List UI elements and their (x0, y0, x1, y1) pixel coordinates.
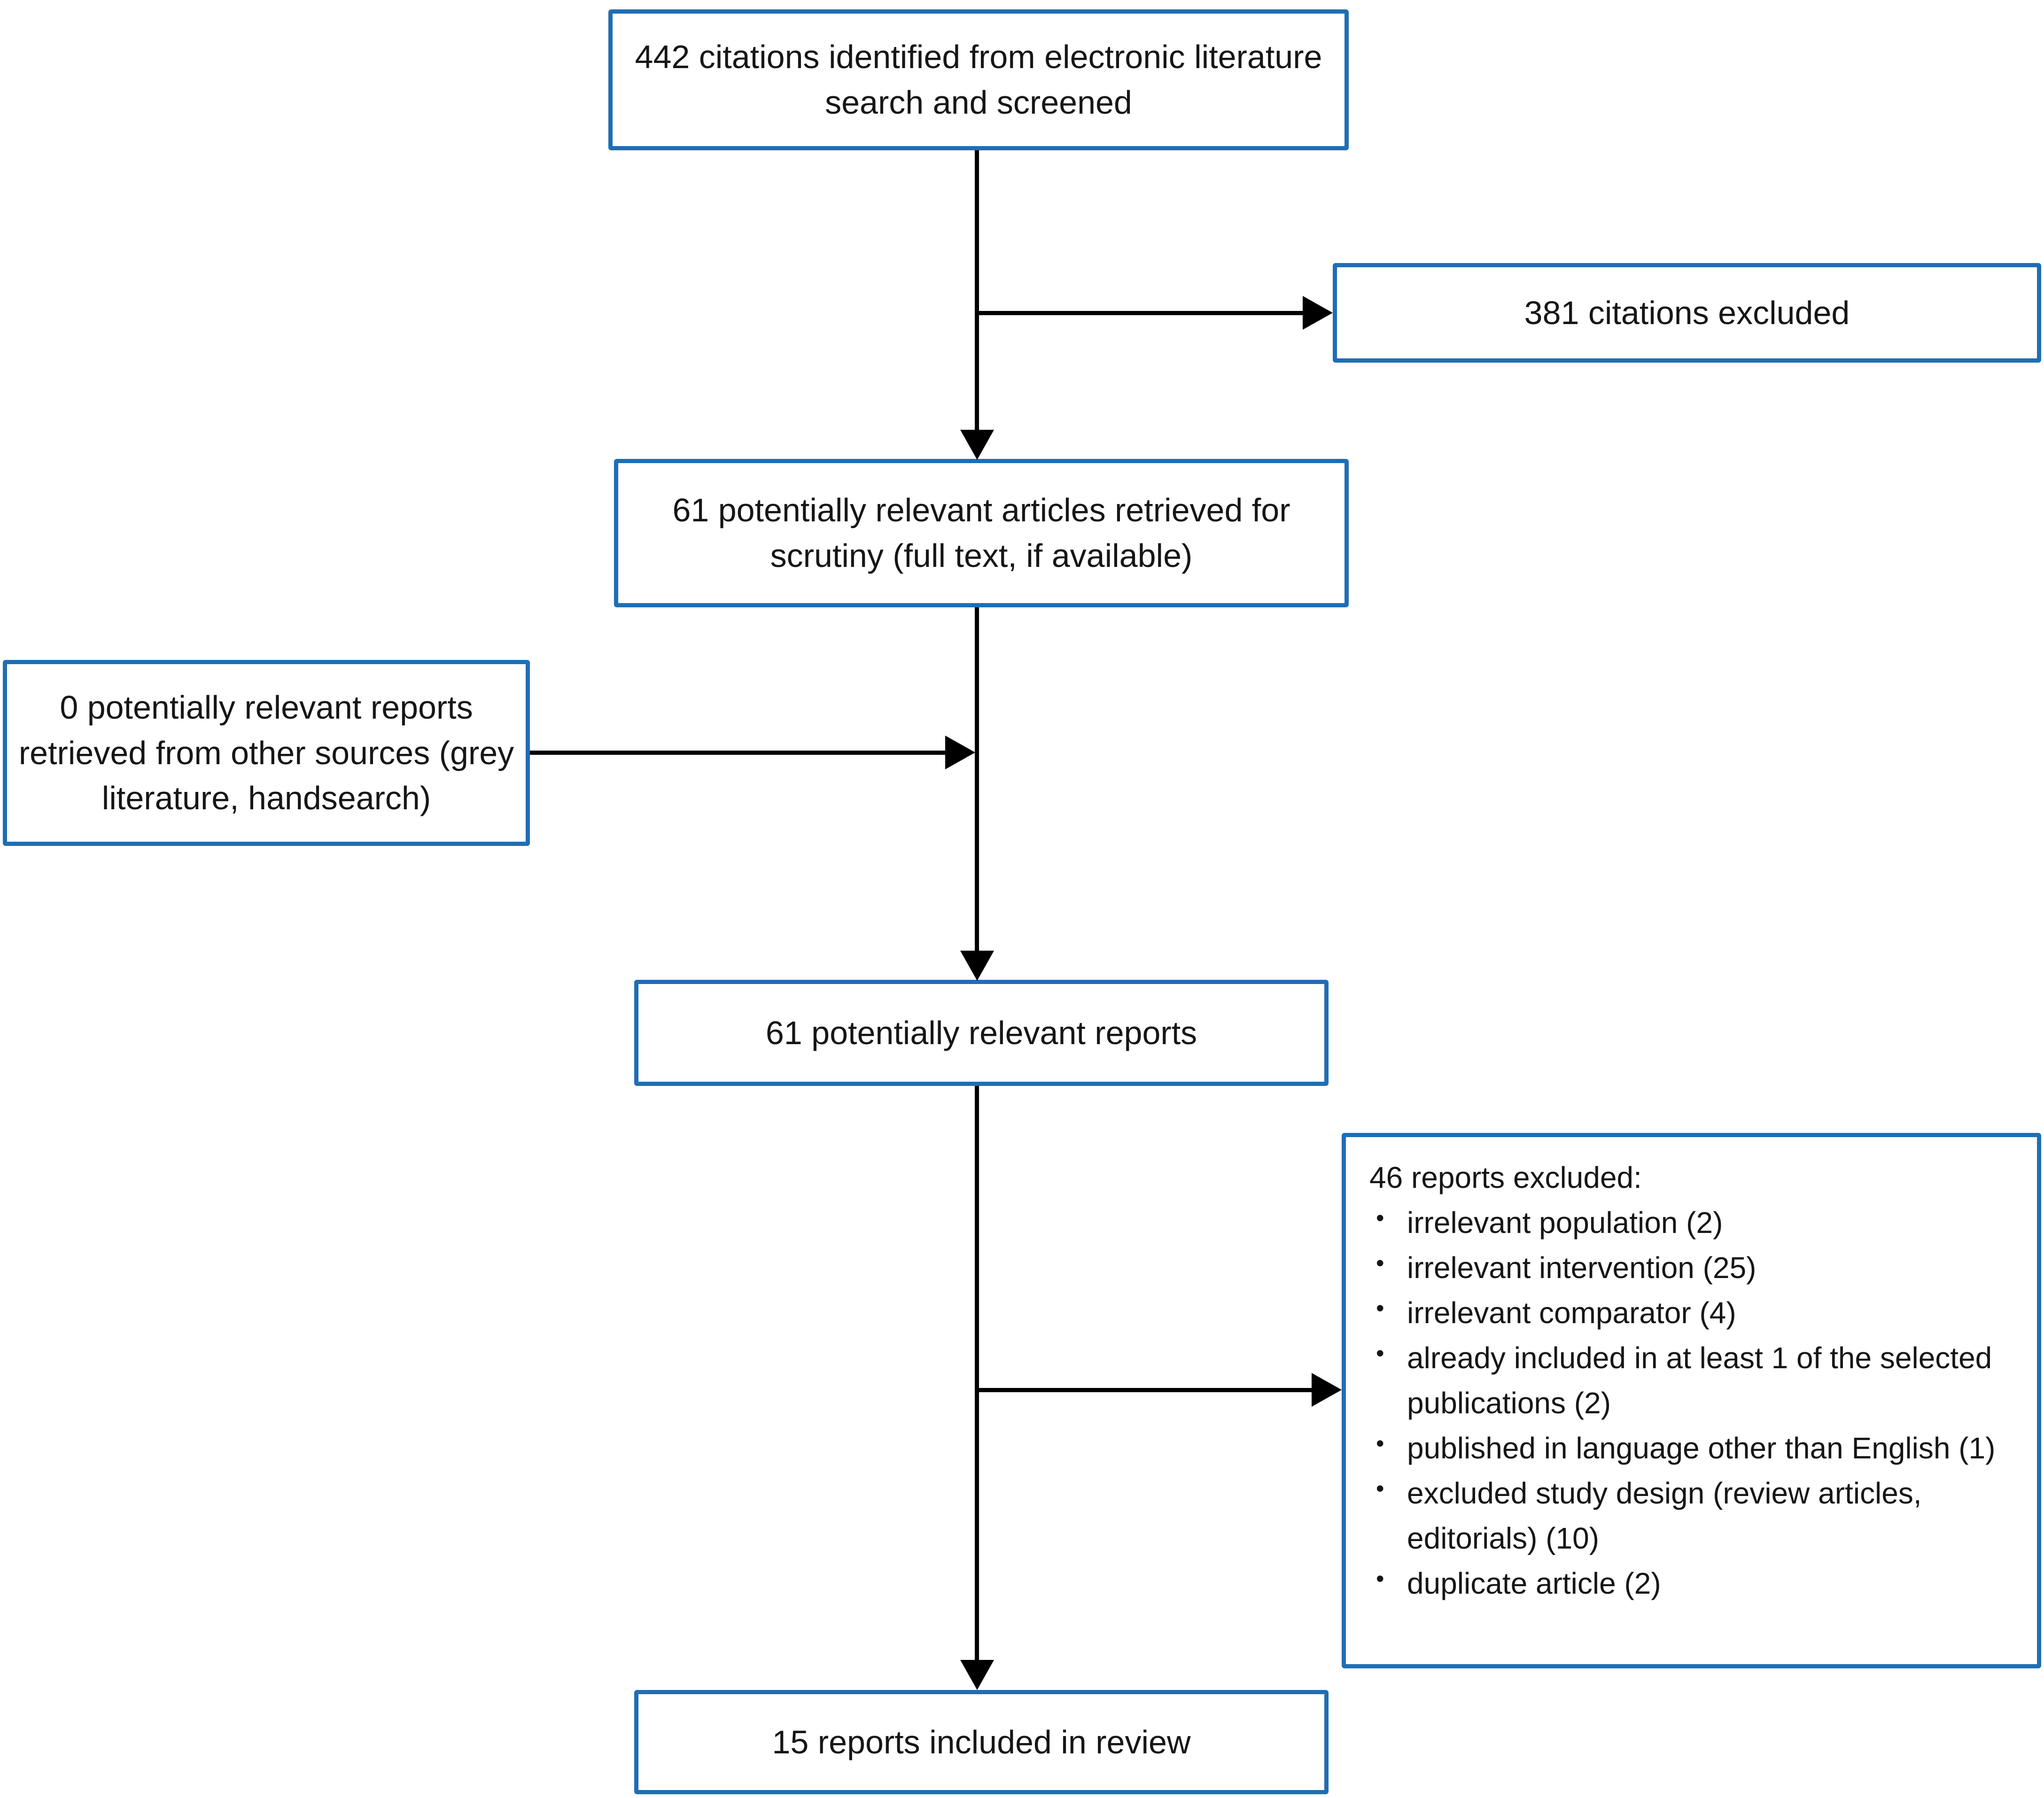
exclusion-reason-item: irrelevant population (2) (1369, 1200, 2009, 1245)
arrow-line-branch-citations-excluded (977, 311, 1305, 315)
box-citations-excluded-label: 381 citations excluded (1524, 294, 1850, 331)
arrow-line-relevant-to-included (975, 1086, 979, 1662)
exclusion-reason-list: irrelevant population (2) irrelevant int… (1369, 1200, 2009, 1606)
box-articles-retrieved: 61 potentially relevant articles retriev… (614, 459, 1349, 607)
exclusion-reason-item: irrelevant comparator (4) (1369, 1290, 2009, 1335)
box-citations-identified-label: 442 citations identified from electronic… (635, 39, 1322, 121)
exclusion-reason-item: irrelevant intervention (25) (1369, 1245, 2009, 1290)
exclusion-reason-item: already included in at least 1 of the se… (1369, 1335, 2009, 1426)
arrow-line-identified-to-retrieved (975, 150, 979, 432)
arrow-head-relevant-to-included (960, 1660, 994, 1690)
box-relevant-reports-label: 61 potentially relevant reports (765, 1014, 1197, 1051)
box-citations-identified: 442 citations identified from electronic… (608, 9, 1349, 150)
box-citations-excluded: 381 citations excluded (1333, 263, 2041, 363)
arrow-head-retrieved-to-relevant (960, 951, 994, 981)
box-articles-retrieved-label: 61 potentially relevant articles retriev… (672, 492, 1290, 574)
arrow-head-other-sources (945, 736, 975, 769)
exclusion-reason-item: published in language other than English… (1369, 1426, 2009, 1471)
arrow-head-identified-to-retrieved (960, 430, 994, 460)
box-other-sources: 0 potentially relevant reports retrieved… (3, 660, 530, 846)
box-other-sources-label: 0 potentially relevant reports retrieved… (18, 689, 514, 817)
exclusion-reason-item: duplicate article (2) (1369, 1561, 2009, 1606)
arrow-head-branch-citations-excluded (1303, 296, 1333, 330)
box-reports-included-label: 15 reports included in review (772, 1723, 1191, 1760)
arrow-head-branch-reports-excluded (1312, 1373, 1342, 1407)
box-reports-included: 15 reports included in review (634, 1690, 1329, 1794)
box-reports-excluded-title: 46 reports excluded: (1369, 1161, 1642, 1194)
arrow-line-other-sources (530, 751, 947, 755)
arrow-line-retrieved-to-relevant (975, 607, 979, 953)
exclusion-reason-item: excluded study design (review articles, … (1369, 1471, 2009, 1561)
arrow-line-branch-reports-excluded (977, 1388, 1313, 1392)
box-relevant-reports: 61 potentially relevant reports (634, 980, 1329, 1086)
box-reports-excluded: 46 reports excluded: irrelevant populati… (1342, 1133, 2041, 1668)
